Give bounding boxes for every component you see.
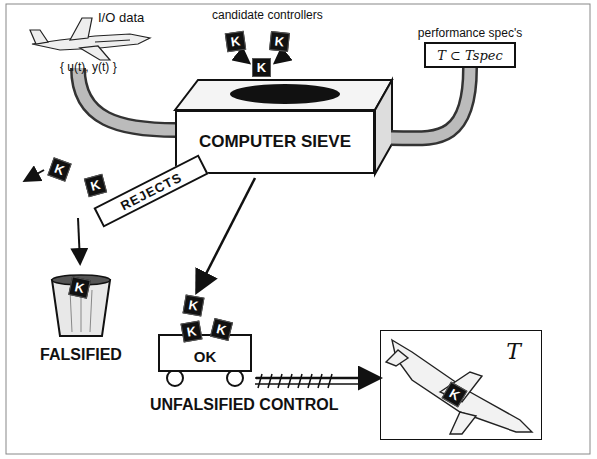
frame bbox=[6, 4, 590, 454]
controller-label: K bbox=[69, 277, 89, 298]
connector bbox=[198, 178, 256, 290]
controller-block: K bbox=[269, 31, 290, 52]
falsified-label: FALSIFIED bbox=[40, 346, 122, 364]
controller-label: K bbox=[253, 59, 270, 77]
controller-block: K bbox=[182, 294, 204, 316]
candidates-label: candidate controllers bbox=[212, 8, 323, 22]
controller-label: K bbox=[182, 322, 202, 343]
controller-label: K bbox=[183, 296, 203, 317]
jet-drawing bbox=[386, 340, 532, 434]
rejects-chute: REJECTS bbox=[93, 154, 208, 227]
controller-label: K bbox=[85, 175, 106, 197]
controller-block: K bbox=[210, 318, 233, 341]
controller-block: K bbox=[180, 320, 202, 342]
data-tube bbox=[78, 68, 176, 130]
unfalsified-label: UNFALSIFIED CONTROL bbox=[150, 396, 338, 414]
track bbox=[255, 374, 365, 388]
controller-block: K bbox=[84, 174, 107, 197]
plane-box: TK bbox=[380, 330, 542, 440]
controller-block: K bbox=[442, 382, 468, 408]
sieve-top bbox=[175, 80, 392, 110]
connector bbox=[391, 68, 470, 138]
computer-sieve: COMPUTER SIEVE bbox=[175, 110, 375, 174]
sieve-hole bbox=[230, 84, 340, 104]
spec-formula: T ⊂ Tspec bbox=[437, 48, 503, 63]
drop-arrow bbox=[276, 54, 286, 62]
controller-label: K bbox=[48, 159, 70, 182]
closed-loop-label: T bbox=[506, 339, 521, 364]
controller-block: K bbox=[47, 157, 71, 181]
wheel bbox=[227, 370, 243, 386]
controller-label: K bbox=[226, 32, 245, 52]
data-tube bbox=[78, 68, 176, 130]
connector bbox=[256, 378, 378, 379]
sieve-side bbox=[375, 80, 392, 174]
reject-arrow bbox=[26, 170, 44, 180]
rejects-label: REJECTS bbox=[118, 169, 184, 213]
spec-heading: performance spec's bbox=[418, 26, 522, 40]
io-data-label: I/O data bbox=[98, 10, 144, 25]
sieve-label: COMPUTER SIEVE bbox=[199, 132, 351, 152]
trash-bin: FALSIFIEDK bbox=[50, 272, 112, 338]
controller-block: K bbox=[225, 31, 246, 52]
controller-label: K bbox=[270, 32, 289, 52]
spec-box: performance spec'sT ⊂ Tspec bbox=[424, 42, 516, 68]
controller-label: K bbox=[442, 383, 466, 407]
wheel bbox=[167, 370, 183, 386]
controller-label: K bbox=[211, 319, 232, 341]
reject-arrow bbox=[78, 218, 80, 262]
controller-block: K bbox=[252, 58, 271, 77]
signal-label: { u(t), y(t) } bbox=[60, 60, 117, 74]
ok-label: OK bbox=[194, 348, 217, 365]
controller-block: K bbox=[68, 276, 91, 299]
drop-arrow bbox=[238, 54, 248, 62]
cart: OKKK bbox=[158, 334, 252, 372]
